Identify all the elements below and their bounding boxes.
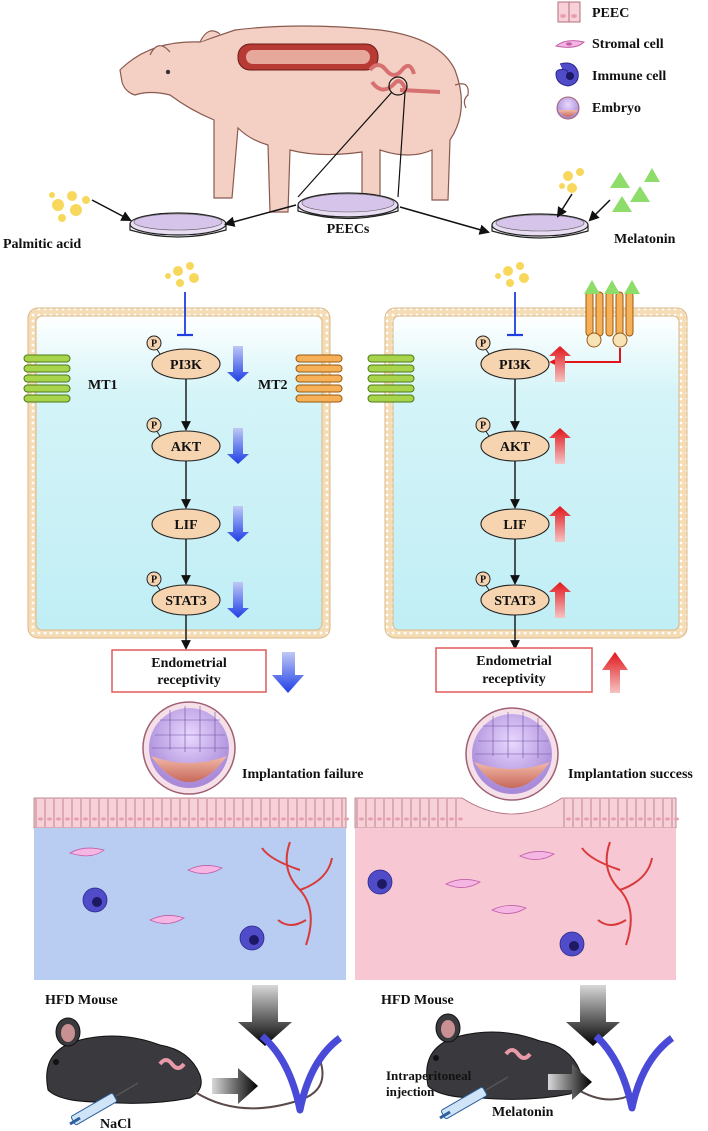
phospho-label: P bbox=[151, 421, 157, 432]
legend-label-stromal: Stromal cell bbox=[592, 37, 664, 52]
left-nacl-label: NaCl bbox=[100, 1117, 131, 1131]
right-mt2-bound-receptor-icon bbox=[584, 280, 640, 348]
right-panel-node-stat3: STAT3 P bbox=[475, 571, 550, 616]
left-palmitic-dots-icon bbox=[165, 262, 199, 287]
node-label: AKT bbox=[500, 440, 531, 455]
right-outcome-box bbox=[435, 647, 593, 693]
left-uterus-icon bbox=[259, 1033, 343, 1114]
left-outcome-line2: receptivity bbox=[157, 673, 221, 688]
melatonin-label: Melatonin bbox=[614, 232, 676, 247]
right-uterus-icon bbox=[593, 1033, 675, 1112]
left-panel-node-stat3: STAT3 P bbox=[146, 571, 221, 616]
up-regulation-arrow-icon bbox=[549, 346, 571, 382]
mt1-receptor-icon bbox=[23, 354, 71, 403]
left-outcome-line1: Endometrial bbox=[151, 656, 227, 671]
peecs-label: PEECs bbox=[327, 222, 370, 237]
phospho-icon: P bbox=[146, 417, 162, 437]
left-down-arrow-icon bbox=[238, 985, 292, 1046]
left-panel-node-akt: AKT P bbox=[146, 417, 221, 462]
right-cell-panel bbox=[384, 307, 688, 639]
right-panel-node-lif: LIF bbox=[480, 508, 550, 540]
phospho-icon: P bbox=[475, 417, 491, 437]
phospho-label: P bbox=[480, 421, 486, 432]
right-hfd-mouse-label: HFD Mouse bbox=[381, 993, 454, 1008]
implantation-success-label: Implantation success bbox=[568, 767, 693, 782]
phospho-label: P bbox=[151, 575, 157, 586]
left-stromal-cells bbox=[69, 847, 223, 924]
phospho-icon: P bbox=[146, 571, 162, 591]
left-panel-node-pi3k: PI3K P bbox=[146, 335, 221, 380]
down-regulation-arrow-icon bbox=[227, 428, 249, 464]
left-outcome-box bbox=[111, 649, 267, 693]
right-mouse-icon bbox=[426, 1013, 641, 1101]
phospho-label: P bbox=[480, 339, 486, 350]
right-outcome-line1: Endometrial bbox=[476, 654, 552, 669]
up-regulation-arrow-icon bbox=[549, 428, 571, 464]
immune-cell-icon bbox=[555, 62, 579, 87]
mt1-label: MT1 bbox=[88, 378, 118, 393]
left-syringe-icon bbox=[69, 1082, 139, 1126]
legend-label-peec: PEEC bbox=[592, 6, 629, 21]
down-regulation-arrow-icon bbox=[227, 346, 249, 382]
phospho-label: P bbox=[480, 575, 486, 586]
left-pathway: PI3K P AKT P LIF STAT3 P bbox=[146, 335, 249, 650]
node-label: STAT3 bbox=[494, 594, 536, 609]
mt2-label: MT2 bbox=[258, 378, 288, 393]
left-dish bbox=[129, 212, 227, 238]
right-syringe-icon bbox=[439, 1076, 509, 1120]
legend-label-embryo: Embryo bbox=[592, 101, 641, 116]
down-regulation-arrow-icon bbox=[227, 506, 249, 542]
left-panel-node-lif: LIF bbox=[151, 508, 221, 540]
left-tissue bbox=[33, 797, 350, 980]
phospho-icon: P bbox=[475, 571, 491, 591]
legend-label-immune: Immune cell bbox=[592, 69, 666, 84]
right-down-arrow-icon bbox=[566, 985, 620, 1046]
embryo-icon bbox=[556, 96, 580, 120]
right-dish bbox=[491, 213, 589, 239]
up-regulation-arrow-icon bbox=[549, 506, 571, 542]
route-line1: Intraperitoneal bbox=[386, 1068, 472, 1083]
left-hfd-mouse-label: HFD Mouse bbox=[45, 993, 118, 1008]
left-mouse-icon bbox=[46, 1017, 324, 1110]
right-mt1-receptor-icon bbox=[367, 354, 415, 403]
melatonin-dots-icon bbox=[559, 168, 584, 193]
right-outcome-line2: receptivity bbox=[482, 672, 546, 687]
right-melatonin-label: Melatonin bbox=[492, 1105, 554, 1120]
stromal-cell-icon bbox=[554, 40, 585, 48]
right-panel-node-pi3k: PI3K P bbox=[475, 335, 550, 380]
legend: PEEC Stromal cell Immune cell Embryo bbox=[554, 1, 666, 120]
phospho-icon: P bbox=[146, 335, 162, 355]
pig-uterus-icon bbox=[368, 63, 441, 94]
mt2-receptor-icon bbox=[295, 354, 343, 403]
implantation-failure-label: Implantation failure bbox=[242, 767, 363, 782]
left-embryo-icon bbox=[142, 701, 236, 795]
phospho-icon: P bbox=[475, 335, 491, 355]
right-pathway: PI3K P AKT P LIF STAT3 P bbox=[475, 335, 571, 650]
melatonin-triangles-icon bbox=[610, 168, 660, 212]
palmitic-acid-dots-icon bbox=[49, 191, 90, 222]
left-outcome-down-arrow-icon bbox=[272, 652, 304, 693]
right-right-arrow-icon bbox=[548, 1064, 592, 1100]
source-dish bbox=[297, 192, 399, 220]
palmitic-acid-label: Palmitic acid bbox=[3, 237, 81, 252]
node-label: AKT bbox=[171, 440, 202, 455]
right-outcome-up-arrow-icon bbox=[602, 652, 628, 693]
down-regulation-arrow-icon bbox=[227, 582, 249, 618]
right-embryo-icon bbox=[465, 707, 559, 801]
node-label: LIF bbox=[174, 518, 197, 533]
right-palmitic-dots-icon bbox=[495, 262, 529, 287]
pig-illustration bbox=[119, 25, 469, 213]
node-label: LIF bbox=[503, 518, 526, 533]
node-label: PI3K bbox=[170, 358, 202, 373]
node-label: PI3K bbox=[499, 358, 531, 373]
peec-cell-icon bbox=[557, 1, 581, 23]
left-right-arrow-icon bbox=[212, 1068, 258, 1104]
left-cell-panel bbox=[27, 307, 331, 639]
node-label: STAT3 bbox=[165, 594, 207, 609]
right-tissue bbox=[354, 797, 680, 980]
up-regulation-arrow-icon bbox=[549, 582, 571, 618]
phospho-label: P bbox=[151, 339, 157, 350]
route-line2: injection bbox=[386, 1084, 435, 1099]
